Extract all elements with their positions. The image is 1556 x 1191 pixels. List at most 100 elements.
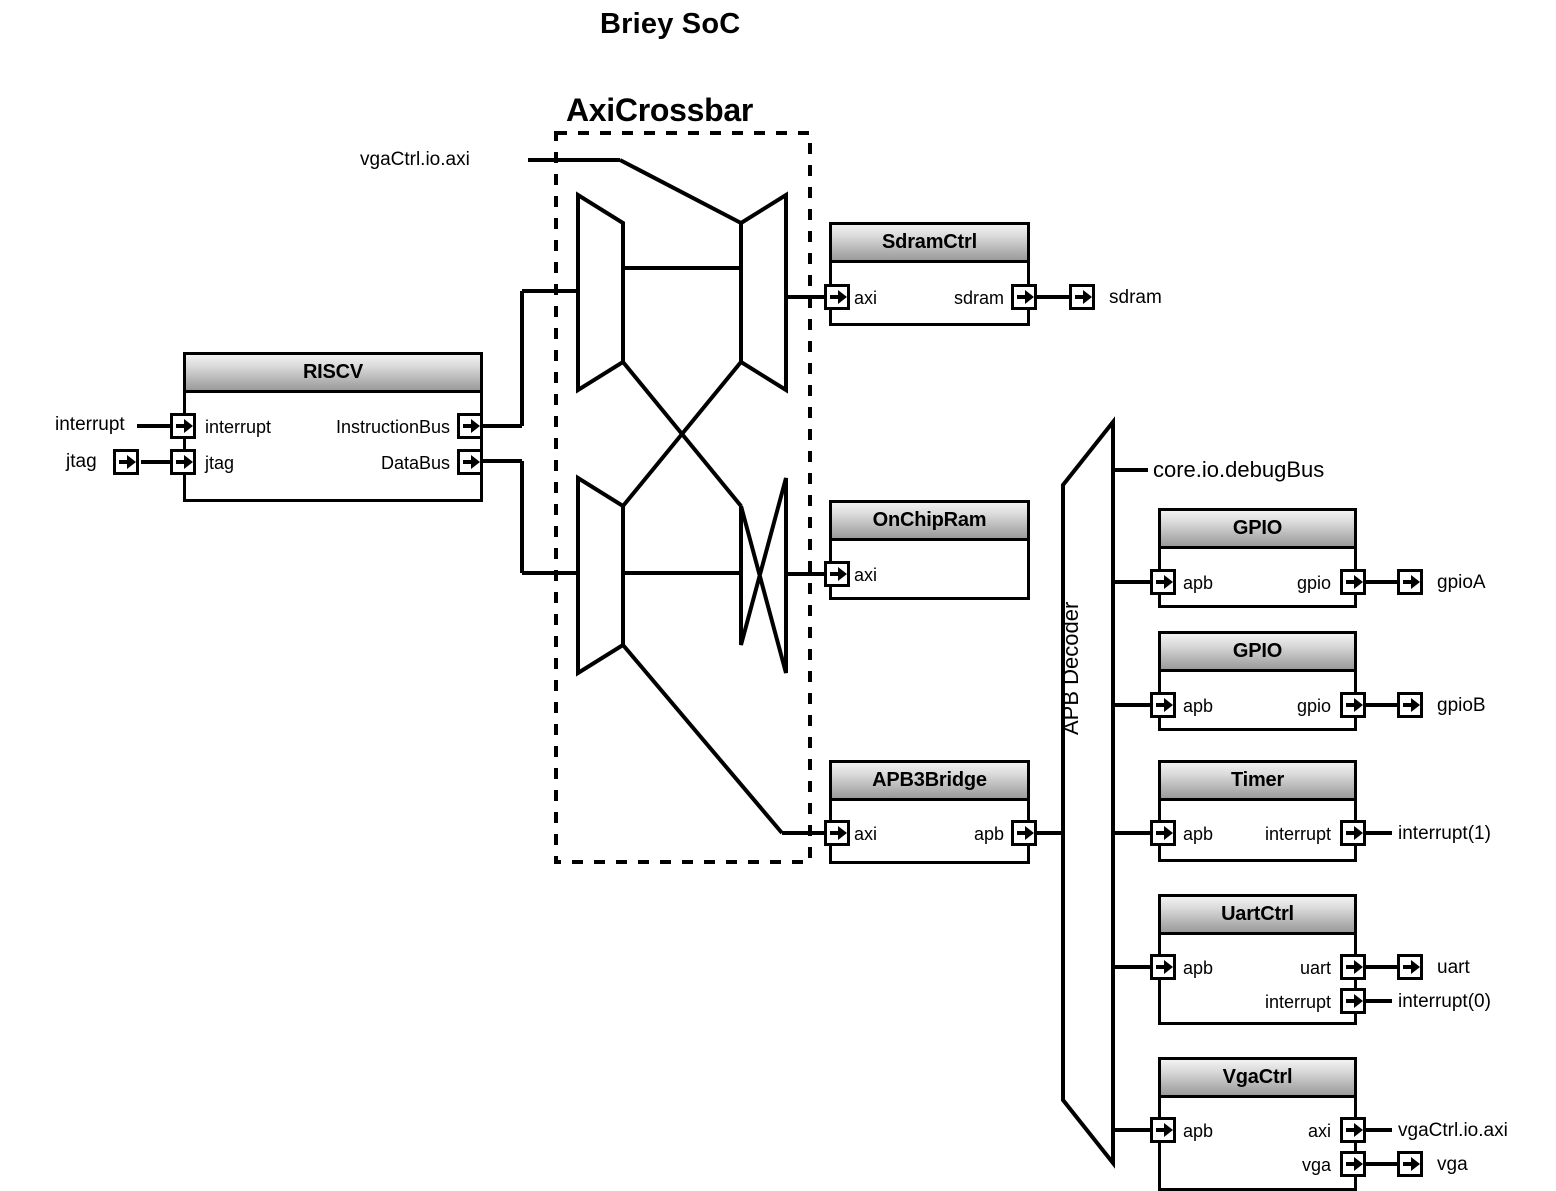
external-port-vga[interactable]: [1397, 1151, 1423, 1177]
uartctrl-port-apb-in[interactable]: [1150, 954, 1176, 980]
gpio-a-port-label-gpio: gpio: [1296, 573, 1331, 593]
block-gpio-a-header: GPIO: [1161, 511, 1354, 549]
apb3bridge-port-axi-in[interactable]: [824, 820, 850, 846]
external-port-sdram[interactable]: [1069, 284, 1095, 310]
block-gpio-a[interactable]: GPIO: [1158, 508, 1357, 608]
crossbar-decoder-lower: [576, 474, 625, 677]
block-uartctrl-header: UartCtrl: [1161, 897, 1354, 935]
sdramctrl-port-label-sdram: sdram: [953, 288, 1004, 308]
external-port-uart[interactable]: [1397, 954, 1423, 980]
block-gpio-a-title: GPIO: [1232, 517, 1283, 539]
block-gpio-b[interactable]: GPIO: [1158, 631, 1357, 731]
wire-vgaaxi-diagonal: [619, 158, 742, 225]
onchipram-port-axi-in[interactable]: [824, 561, 850, 587]
block-gpio-b-title: GPIO: [1232, 640, 1283, 662]
apb3bridge-port-label-apb: apb: [973, 824, 1004, 844]
external-label-uart: uart: [1437, 957, 1470, 978]
xbar-cross-up: [621, 360, 743, 508]
axicrossbar-dashed-boundary: [554, 131, 812, 864]
uartctrl-port-interrupt-out[interactable]: [1340, 988, 1366, 1014]
external-label-debugbus: core.io.debugBus: [1153, 457, 1325, 482]
external-label-jtag: jtag: [66, 451, 97, 472]
block-onchipram-title: OnChipRam: [872, 509, 987, 531]
gpio-a-port-apb-in[interactable]: [1150, 569, 1176, 595]
riscv-port-databus-out[interactable]: [457, 449, 483, 475]
gpio-a-port-label-apb: apb: [1183, 573, 1214, 593]
vgactrl-port-label-axi: axi: [1307, 1121, 1331, 1141]
external-label-vgactrl-axi-out: vgaCtrl.io.axi: [1398, 1120, 1508, 1141]
gpio-b-port-label-gpio: gpio: [1296, 696, 1331, 716]
external-label-vgactrl-axi-top: vgaCtrl.io.axi: [360, 149, 470, 170]
crossbar-decoder-upper: [576, 191, 625, 394]
block-sdramctrl-header: SdramCtrl: [832, 225, 1027, 263]
sdramctrl-port-label-axi: axi: [854, 288, 878, 308]
apb3bridge-port-apb-out[interactable]: [1011, 820, 1037, 846]
riscv-port-label-jtag: jtag: [205, 453, 235, 473]
block-vgactrl-header: VgaCtrl: [1161, 1060, 1354, 1098]
external-port-gpiob[interactable]: [1397, 692, 1423, 718]
vgactrl-port-vga-out[interactable]: [1340, 1151, 1366, 1177]
uartctrl-port-label-apb: apb: [1183, 958, 1214, 978]
apb-decoder-label: APB Decoder: [1058, 601, 1083, 735]
block-onchipram[interactable]: OnChipRam: [829, 500, 1030, 600]
block-apb3bridge[interactable]: APB3Bridge: [829, 760, 1030, 864]
block-timer[interactable]: Timer: [1158, 760, 1357, 862]
wire-xbar-to-apb3bridge-diag: [621, 643, 784, 835]
sdramctrl-port-axi-in[interactable]: [824, 284, 850, 310]
uartctrl-port-label-uart: uart: [1299, 958, 1331, 978]
external-label-gpioa: gpioA: [1437, 572, 1486, 593]
apb-decoder-shape: [1061, 416, 1115, 1169]
sdramctrl-port-sdram-out[interactable]: [1011, 284, 1037, 310]
block-onchipram-header: OnChipRam: [832, 503, 1027, 541]
uartctrl-port-label-interrupt: interrupt: [1264, 992, 1331, 1012]
gpio-a-port-gpio-out[interactable]: [1340, 569, 1366, 595]
uartctrl-port-uart-out[interactable]: [1340, 954, 1366, 980]
block-timer-header: Timer: [1161, 763, 1354, 801]
riscv-port-interrupt-in[interactable]: [170, 413, 196, 439]
riscv-port-label-instructionbus: InstructionBus: [335, 417, 450, 437]
external-label-interrupt: interrupt: [55, 414, 125, 435]
block-timer-title: Timer: [1230, 769, 1285, 791]
block-vgactrl-title: VgaCtrl: [1222, 1066, 1293, 1088]
block-uartctrl-title: UartCtrl: [1221, 903, 1294, 925]
block-apb3bridge-header: APB3Bridge: [832, 763, 1027, 801]
crossbar-arbiter-lower: [739, 477, 788, 674]
block-riscv-title: RISCV: [302, 361, 364, 383]
external-port-gpioa[interactable]: [1397, 569, 1423, 595]
riscv-port-label-interrupt: interrupt: [205, 417, 272, 437]
vgactrl-port-apb-in[interactable]: [1150, 1117, 1176, 1143]
riscv-port-jtag-in[interactable]: [170, 449, 196, 475]
gpio-b-port-label-apb: apb: [1183, 696, 1214, 716]
timer-port-apb-in[interactable]: [1150, 820, 1176, 846]
riscv-port-instructionbus-out[interactable]: [457, 413, 483, 439]
external-label-vga: vga: [1437, 1154, 1468, 1175]
block-sdramctrl-title: SdramCtrl: [882, 231, 977, 253]
axicrossbar-title: AxiCrossbar: [566, 92, 753, 128]
vgactrl-port-label-vga: vga: [1301, 1155, 1331, 1175]
timer-port-label-apb: apb: [1183, 824, 1214, 844]
block-uartctrl[interactable]: UartCtrl: [1158, 894, 1357, 1025]
apb3bridge-port-label-axi: axi: [854, 824, 878, 844]
gpio-b-port-gpio-out[interactable]: [1340, 692, 1366, 718]
block-riscv[interactable]: RISCV: [183, 352, 483, 502]
timer-port-label-interrupt: interrupt: [1264, 824, 1331, 844]
block-gpio-b-header: GPIO: [1161, 634, 1354, 672]
page-title: Briey SoC: [600, 8, 741, 40]
external-label-interrupt1: interrupt(1): [1398, 823, 1491, 844]
vgactrl-port-axi-out[interactable]: [1340, 1117, 1366, 1143]
external-label-gpiob: gpioB: [1437, 695, 1486, 716]
vgactrl-port-label-apb: apb: [1183, 1121, 1214, 1141]
riscv-port-label-databus: DataBus: [380, 453, 450, 473]
onchipram-port-label-axi: axi: [854, 565, 878, 585]
external-label-sdram: sdram: [1109, 287, 1162, 308]
block-vgactrl[interactable]: VgaCtrl: [1158, 1057, 1357, 1191]
gpio-b-port-apb-in[interactable]: [1150, 692, 1176, 718]
external-port-jtag[interactable]: [113, 449, 139, 475]
block-riscv-header: RISCV: [186, 355, 480, 393]
block-sdramctrl[interactable]: SdramCtrl: [829, 222, 1030, 326]
crossbar-arbiter-upper: [739, 191, 788, 394]
timer-port-interrupt-out[interactable]: [1340, 820, 1366, 846]
external-label-interrupt0: interrupt(0): [1398, 991, 1491, 1012]
